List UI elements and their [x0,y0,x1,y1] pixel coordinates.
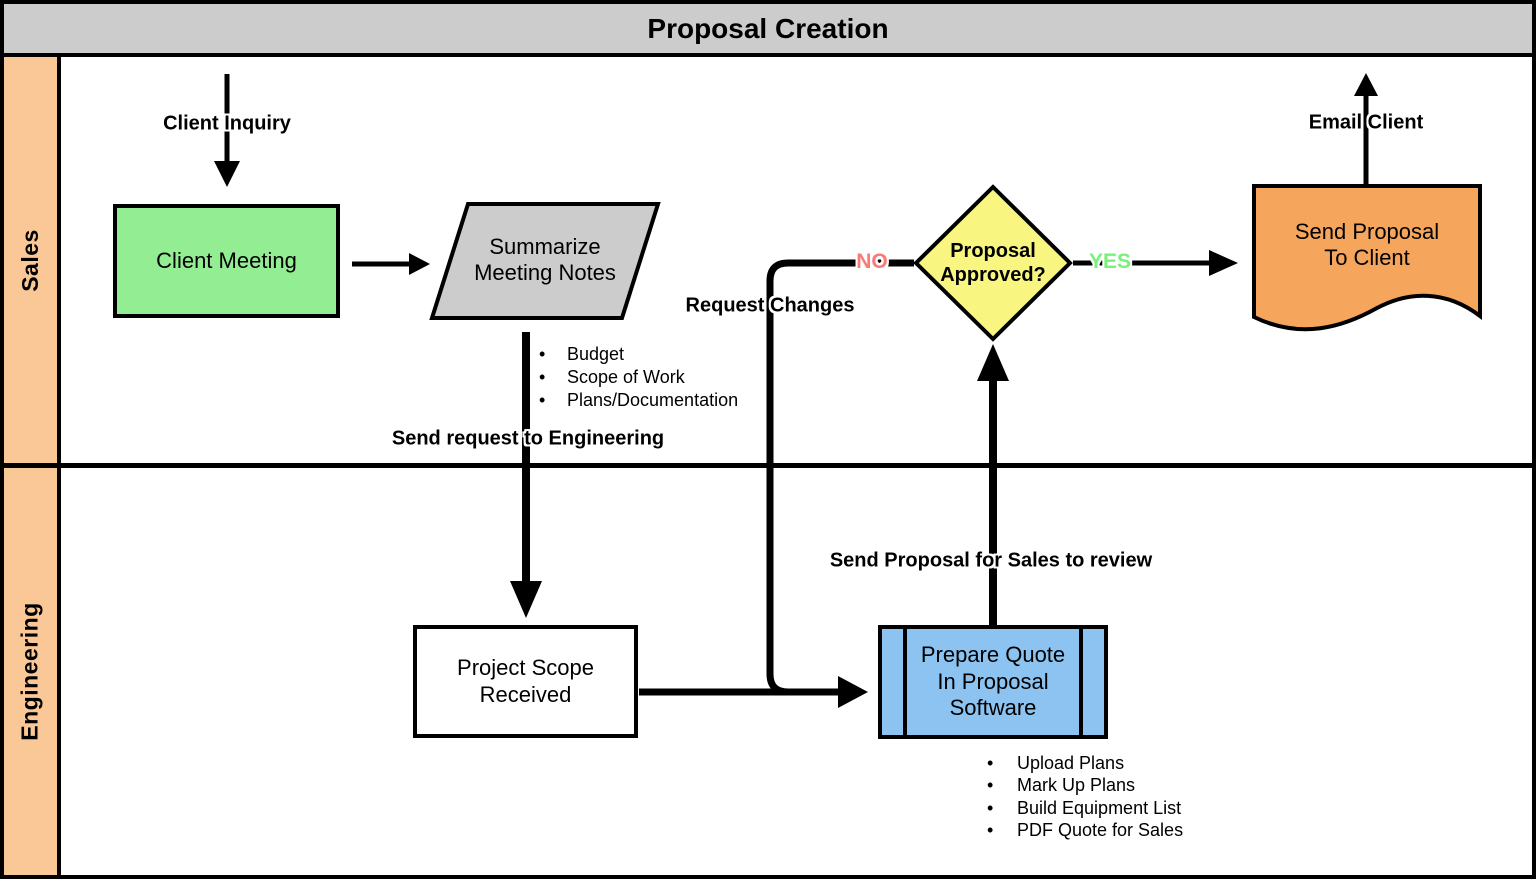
summarize-meeting-notes-shape [429,202,661,320]
predefined-process-bar-left [903,629,907,735]
list-item: Mark Up Plans [985,775,1183,798]
bullet-text: Plans/Documentation [567,390,739,410]
request-changes-label: Request Changes [685,294,855,317]
send-proposal-to-client-label: Send Proposal To Client [1294,218,1440,270]
project-scope-received-step: Project Scope Received [413,625,638,738]
prepare-quote-label: Prepare Quote In Proposal Software [920,642,1066,721]
summarize-meeting-notes-label: Summarize Meeting Notes [474,233,616,285]
title-bar: Proposal Creation [4,4,1532,57]
arrowhead-yes [1209,250,1238,276]
arrowhead-to-projectscope [510,581,542,618]
meeting-notes-bullet-list: Budget Scope of Work Plans/Documentation [537,343,738,412]
arrowhead-to-decision [977,344,1009,381]
bullet-text: Mark Up Plans [1017,775,1136,796]
list-item: Upload Plans [985,752,1183,775]
bullet-text: Scope of Work [567,367,685,387]
proposal-approved-label: Proposal Approved? [940,240,1046,286]
swimlane-sales-header: Sales [4,57,61,463]
send-request-to-engineering-label: Send request to Engineering [391,427,665,450]
client-inquiry-label: Client Inquiry [163,112,291,135]
list-item: Budget [537,343,738,366]
arrowhead-client-inquiry [214,161,240,187]
list-item: Plans/Documentation [537,389,738,412]
client-meeting-step: Client Meeting [113,204,340,318]
list-item: Build Equipment List [985,797,1183,820]
list-item: Scope of Work [537,366,738,389]
send-proposal-for-review-label: Send Proposal for Sales to review [829,549,1153,572]
predefined-process-bar-right [1079,629,1083,735]
no-branch-label: NO [856,250,888,273]
bullet-text: Budget [567,344,625,364]
list-item: PDF Quote for Sales [985,820,1183,843]
bullet-text: PDF Quote for Sales [1017,820,1184,841]
request-changes-connector [766,259,914,696]
arrowhead-meeting-to-summarize [409,253,430,275]
arrowhead-email-client [1354,73,1378,96]
client-meeting-label: Client Meeting [156,247,297,273]
email-client-label: Email Client [1308,111,1424,134]
yes-branch-label: YES [1088,250,1132,273]
prepare-quote-bullet-list: Upload Plans Mark Up Plans Build Equipme… [985,752,1183,842]
bullet-text: Upload Plans [1017,752,1125,773]
arrowhead-to-preparequote [838,676,868,708]
swimlane-engineering-header: Engineering [4,468,61,875]
page-title: Proposal Creation [647,12,889,44]
proposal-approved-decision-shape [913,184,1073,342]
send-proposal-document-shape [1252,184,1482,332]
prepare-quote-step [878,625,1108,739]
bullet-text: Build Equipment List [1017,797,1182,818]
project-scope-label: Project Scope Received [457,655,594,707]
